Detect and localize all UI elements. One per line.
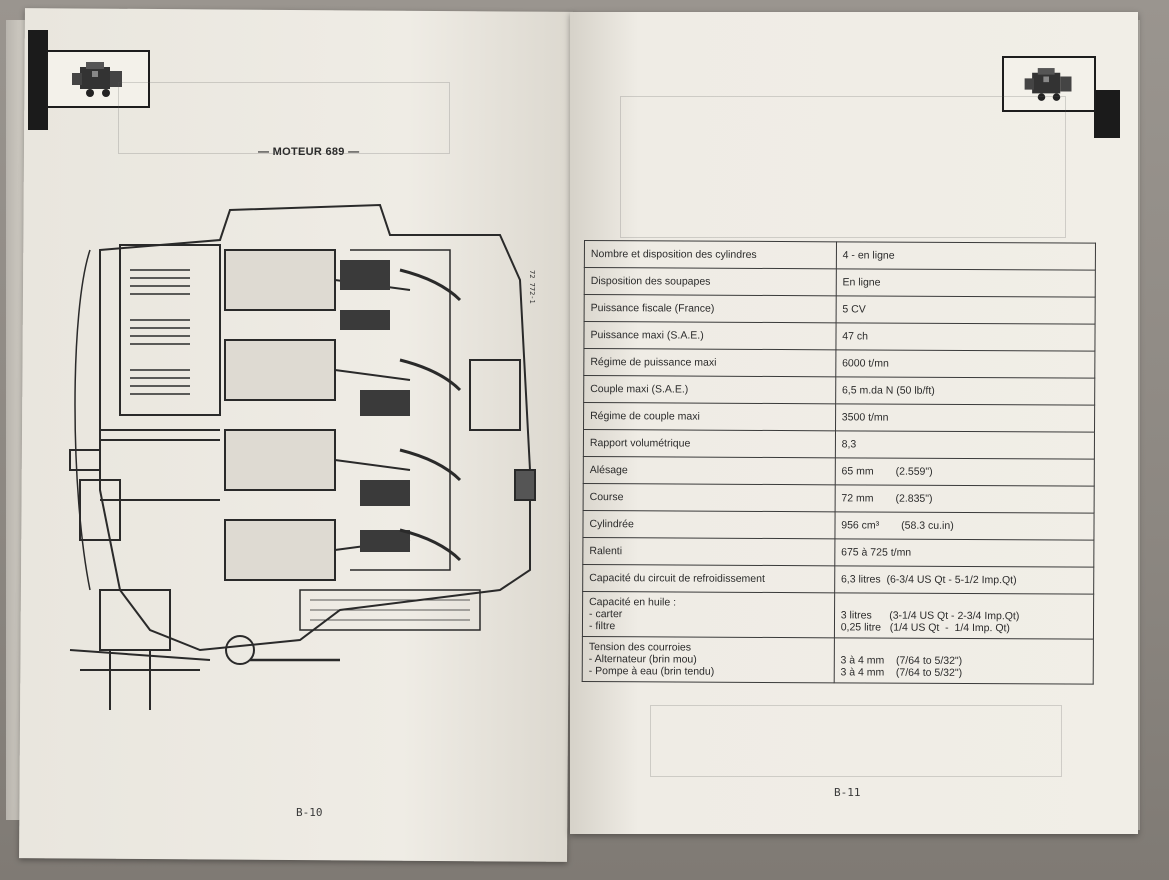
spec-value: 6,5 m.da N (50 lb/ft) [835,376,1095,406]
spec-value: 65 mm(2.559") [834,457,1095,487]
spec-label: Couple maxi (S.A.E.) [583,375,836,404]
spec-value: 3 à 4 mm (7/64 to 5/32") 3 à 4 mm (7/64 … [833,638,1094,685]
spec-value: 47 ch [835,322,1096,352]
table-row: Couple maxi (S.A.E.)6,5 m.da N (50 lb/ft… [583,375,1095,406]
spec-value: 3 litres (3-1/4 US Qt - 2-3/4 Imp.Qt) 0,… [834,592,1094,640]
table-row: Puissance maxi (S.A.E.)47 ch [583,321,1096,352]
spec-value: 6,3 litres (6-3/4 US Qt - 5-1/2 Imp.Qt) [834,565,1094,595]
table-row: Puissance fiscale (France)5 CV [584,294,1096,325]
spec-value: 5 CV [835,295,1096,325]
spec-label: Régime de couple maxi [583,402,836,431]
spec-value: 3500 t/mn [835,403,1095,433]
spec-label: Alésage [583,456,836,485]
engine-cutaway-drawing: 72 772-1 [69,203,536,710]
spec-value: En ligne [835,268,1096,298]
spec-label: Ralenti [582,537,835,566]
table-row: Capacité en huile : - carter - filtre 3 … [582,591,1094,640]
spec-label: Régime de puissance maxi [583,348,836,377]
thumb-tab-right [1094,90,1120,138]
drawing-title: — MOTEUR 689 — [258,146,360,158]
spec-value: 675 à 725 t/mn [834,538,1094,568]
spec-label: Rapport volumétrique [583,429,836,458]
page-number-left: B-10 [296,806,323,819]
spec-label: Course [583,483,835,512]
engine-logo-left [46,50,150,108]
thumb-tab-left [28,30,48,130]
engine-icon [1024,68,1072,101]
spec-label: Nombre et disposition des cylindres [584,240,837,269]
engine-logo-right [1002,56,1096,112]
spec-label: Capacité en huile : - carter - filtre [582,591,835,639]
spec-value: 72 mm(2.835") [834,484,1095,514]
page-number-right: B-11 [834,786,861,799]
spec-label: Cylindrée [582,510,835,539]
drawing-reference: 72 772-1 [528,270,536,304]
right-page [570,12,1138,834]
spec-value: 956 cm³(58.3 cu.in) [834,511,1095,541]
spec-value: 8,3 [835,430,1095,460]
table-row: Tension des courroies - Alternateur (bri… [582,636,1094,685]
spec-value: 4 - en ligne [836,241,1096,271]
spec-label: Tension des courroies - Alternateur (bri… [582,636,835,684]
engine-icon [72,62,122,97]
spec-value: 6000 t/mn [835,349,1095,379]
spec-label: Puissance fiscale (France) [584,294,836,323]
spec-label: Disposition des soupapes [584,267,837,296]
spec-label: Capacité du circuit de refroidissement [582,564,835,593]
spec-label: Puissance maxi (S.A.E.) [583,321,836,350]
